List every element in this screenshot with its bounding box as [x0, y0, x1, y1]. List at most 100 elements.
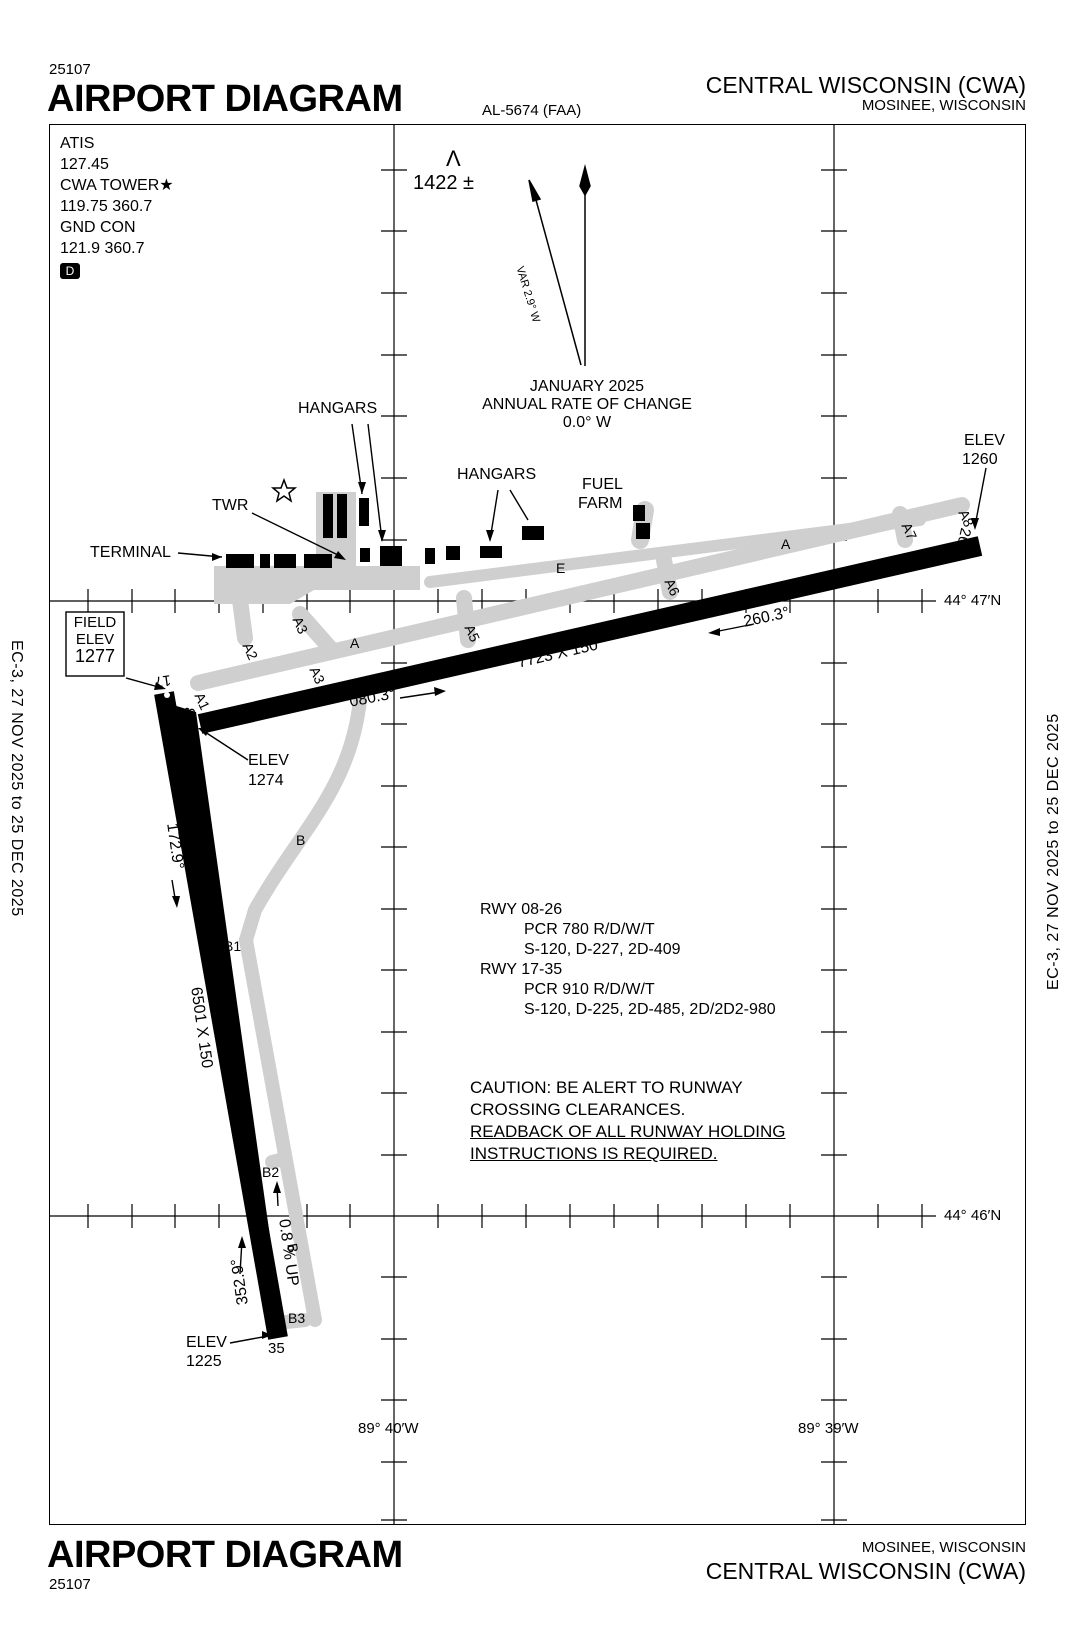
hangar	[446, 546, 460, 560]
rwy-17-35-gear: S-120, D-225, 2D-485, 2D/2D2-980	[524, 1001, 776, 1018]
obstacle-height: 1422 ±	[413, 172, 475, 194]
field-elevation: FIELD ELEV 1277	[66, 614, 124, 665]
longitude-right: 89° 39′W	[798, 1420, 859, 1437]
taxiway-label-b: B	[296, 832, 306, 848]
rwy-26-end: 26	[953, 526, 974, 547]
rwy-08-26-label: RWY 08-26	[480, 901, 563, 918]
taxiway-a3	[292, 606, 338, 656]
hangar	[425, 548, 435, 564]
taxiway-a6	[656, 552, 678, 600]
rwy-17-35-label: RWY 17-35	[480, 961, 563, 978]
elev-08-value: 1274	[248, 772, 284, 789]
ground-frequency: 121.9 360.7	[60, 240, 145, 257]
field-elev-box	[65, 611, 125, 677]
magvar-rate-title: ANNUAL RATE OF CHANGE	[482, 396, 692, 413]
hangar	[359, 498, 369, 526]
footer-airport-name: CENTRAL WISCONSIN (CWA)	[705, 1558, 1026, 1584]
al-number: AL-5674 (FAA)	[482, 102, 582, 119]
runway-data-block: RWY 08-26 PCR 780 R/D/W/T S-120, D-227, …	[480, 900, 776, 1020]
taxiway-label-b1: B1	[224, 938, 242, 954]
city-state: MOSINEE, WISCONSIN	[861, 97, 1026, 114]
tower-label: CWA TOWER★	[60, 177, 174, 194]
taxiway-e	[424, 514, 926, 588]
terminal-label: TERMINAL	[90, 544, 171, 561]
hangar	[522, 526, 544, 540]
atis-frequency: 127.45	[60, 156, 109, 173]
tower-frequency: 119.75 360.7	[60, 198, 153, 215]
caution-line-2: CROSSING CLEARANCES.	[470, 1100, 686, 1119]
rwy-17-35-pcr: PCR 910 R/D/W/T	[524, 981, 655, 998]
rwy-17-end: 17	[153, 671, 172, 691]
rwy-35-end: 35	[268, 1340, 285, 1357]
ground-label: GND CON	[60, 219, 136, 236]
taxiway-network	[190, 497, 970, 1329]
d-atis-badge: D	[60, 263, 80, 279]
field-elev-value: 1277	[74, 646, 116, 666]
taxiway-b-connector	[239, 693, 367, 947]
taxiway-label-a: A	[350, 635, 360, 651]
graticule	[49, 124, 936, 1525]
caution-line-1: CAUTION: BE ALERT TO RUNWAY	[470, 1078, 743, 1097]
taxiway-label-b2: B2	[262, 1164, 280, 1180]
taxiway-label-b3: B3	[288, 1310, 306, 1326]
caution-note: CAUTION: BE ALERT TO RUNWAY CROSSING CLE…	[470, 1077, 786, 1165]
fuel-tank	[636, 523, 650, 539]
hangar	[337, 494, 347, 538]
terminal-building	[260, 554, 270, 568]
frequency-block: ATIS 127.45 CWA TOWER★ 119.75 360.7 GND …	[60, 133, 174, 281]
footer-title: AIRPORT DIAGRAM	[47, 1534, 403, 1576]
fuel-farm-label-2: FARM	[578, 495, 623, 512]
rwy-08-26-gear: S-120, D-227, 2D-409	[524, 941, 681, 958]
terminal-building	[274, 554, 296, 568]
rwy-08-26-pcr: PCR 780 R/D/W/T	[524, 921, 655, 938]
rotating-beacon-icon	[270, 477, 298, 503]
magvar-rate: 0.0° W	[562, 414, 612, 431]
buildings	[226, 494, 650, 568]
elev-08-label: ELEV	[248, 752, 289, 769]
elev-35-label: ELEV	[186, 1334, 227, 1351]
chart-title: AIRPORT DIAGRAM	[47, 78, 403, 120]
chart-frame	[49, 124, 1026, 1525]
footer-procedure-number: 25107	[49, 1576, 91, 1593]
hangars-label-1: HANGARS	[298, 400, 378, 417]
terminal-building	[226, 554, 254, 568]
taxiway-b	[239, 933, 322, 1327]
elev-26-label: ELEV	[964, 432, 1005, 449]
magvar-epoch: JANUARY 2025	[529, 378, 645, 395]
taxiway-label-a: A	[781, 536, 791, 552]
elev-26-value: 1260	[962, 451, 998, 468]
hangars-label-2: HANGARS	[457, 466, 537, 483]
magnetic-north-arrowhead-icon	[528, 179, 542, 202]
tower-label: TWR	[212, 497, 249, 514]
obstacle-icon: Λ	[446, 146, 461, 171]
footer-city-state: MOSINEE, WISCONSIN	[861, 1539, 1026, 1556]
caution-line-3: READBACK OF ALL RUNWAY HOLDING	[470, 1122, 786, 1141]
rwy17-threshold-dot	[164, 692, 170, 698]
north-arrow	[528, 164, 591, 366]
taxiway-a2	[232, 592, 253, 646]
elev-35-value: 1225	[186, 1353, 222, 1370]
arrowheads	[154, 482, 979, 1339]
latitude-upper: 44° 47′N	[944, 592, 1002, 609]
field-elev-label: ELEV	[75, 631, 115, 648]
taxiway-b3	[279, 1313, 312, 1329]
runway-17-35-body	[154, 691, 288, 1340]
caution-line-4: INSTRUCTIONS IS REQUIRED.	[470, 1144, 718, 1163]
field-elev-label: FIELD	[73, 614, 117, 631]
procedure-number: 25107	[49, 61, 91, 78]
magnetic-north-line	[535, 199, 582, 366]
hangar	[323, 494, 333, 538]
taxiway-b2	[265, 1153, 287, 1169]
atis-label: ATIS	[60, 135, 95, 152]
terminal-building	[304, 554, 332, 568]
runway-08-26	[197, 536, 983, 734]
hangar	[360, 548, 370, 562]
fuel-tank	[633, 505, 645, 521]
hangar	[480, 546, 502, 558]
taxiway-a5	[456, 590, 476, 648]
true-north-arrowhead-icon	[579, 164, 591, 197]
taxiway-label-e: E	[556, 560, 566, 576]
airport-name: CENTRAL WISCONSIN (CWA)	[705, 72, 1026, 98]
hangar	[380, 546, 402, 566]
